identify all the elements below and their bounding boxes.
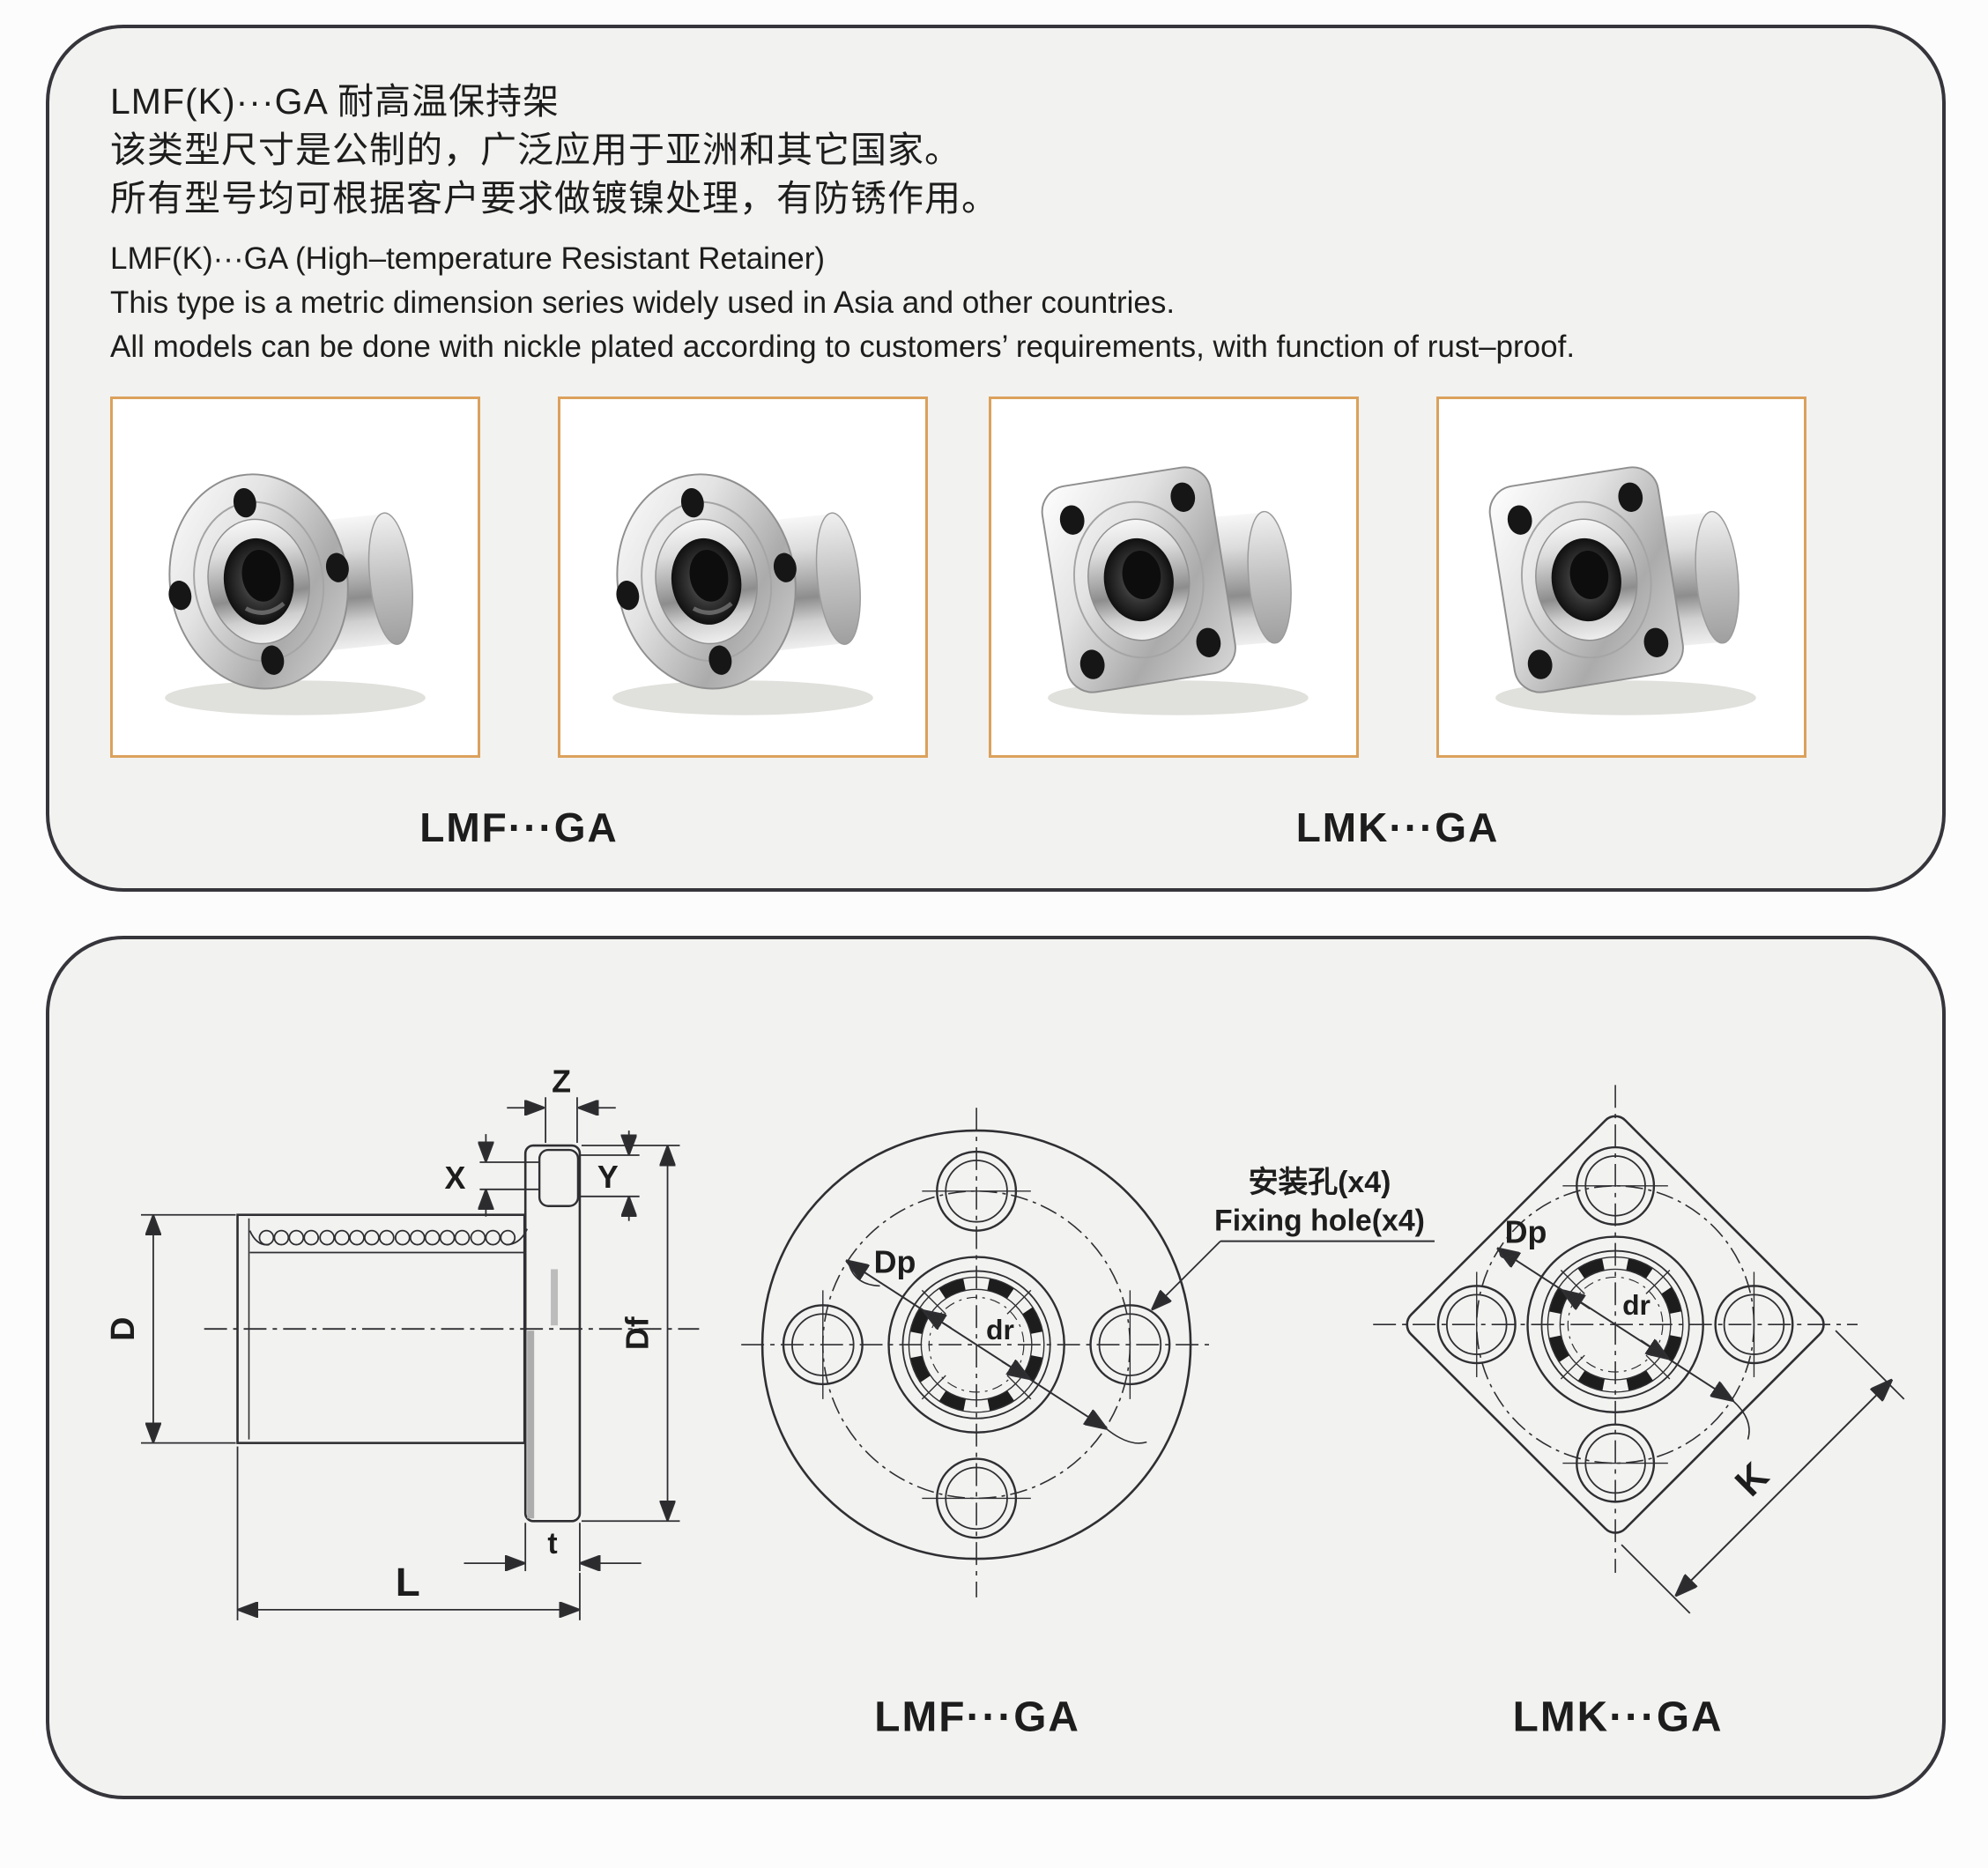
dim-x xyxy=(479,1134,540,1217)
photo-square-flange-1 xyxy=(989,397,1359,758)
photo-round-flange-1 xyxy=(110,397,480,758)
round-flange-view: Dp dr 安装孔(x4) Fixing hole(x4) xyxy=(741,1108,1435,1597)
dim-t xyxy=(464,1523,642,1572)
drawing-label-lmk: LMK···GA xyxy=(1513,1694,1724,1740)
dim-k xyxy=(1621,1330,1905,1614)
cn-title: LMF(K)···GA 耐高温保持架 xyxy=(110,81,560,122)
dim-z xyxy=(507,1097,616,1144)
photo-square-flange-2 xyxy=(1436,397,1806,758)
dim-label-dp: Dp xyxy=(1505,1215,1547,1250)
en-title: LMF(K)···GA (High–temperature Resistant … xyxy=(110,241,826,276)
dim-label-t: t xyxy=(547,1527,557,1560)
photo-round-flange-2 xyxy=(558,397,928,758)
dim-label-y: Y xyxy=(597,1160,619,1195)
fixing-hole-label-en: Fixing hole(x4) xyxy=(1214,1205,1425,1238)
dim-l xyxy=(236,1446,581,1620)
dim-label-k: K xyxy=(1727,1454,1777,1504)
square-flange-view: Dp dr K xyxy=(1373,1085,1905,1614)
dim-label-l: L xyxy=(396,1560,420,1605)
side-section-view: Z X Y D Df xyxy=(105,1064,700,1620)
fixing-hole-label-cn: 安装孔(x4) xyxy=(1249,1166,1391,1199)
fixing-hole-annotation xyxy=(1153,1240,1435,1309)
dim-dp-dr xyxy=(848,1261,1147,1444)
series-label-lmk: LMK···GA xyxy=(1295,804,1500,850)
cn-line-2: 该类型尺寸是公制的，广泛应用于亚洲和其它国家。 xyxy=(110,130,961,170)
dim-label-dr: dr xyxy=(1622,1289,1650,1321)
dim-label-d: D xyxy=(105,1317,142,1341)
dim-label-dp: Dp xyxy=(874,1244,916,1279)
en-line-2: This type is a metric dimension series w… xyxy=(110,285,1176,320)
flange-outer-circle xyxy=(760,1129,1192,1560)
dim-df xyxy=(581,1145,680,1523)
ball-retainer-row xyxy=(248,1228,529,1246)
intro-text-block: LMF(K)···GA 耐高温保持架 该类型尺寸是公制的，广泛应用于亚洲和其它国… xyxy=(110,78,1575,369)
cn-line-3: 所有型号均可根据客户要求做镀镍处理，有防锈作用。 xyxy=(110,178,998,219)
fixing-hole-section xyxy=(538,1148,580,1207)
dim-y xyxy=(579,1130,640,1221)
spacer xyxy=(110,223,1575,237)
drawings-panel: Z X Y D Df xyxy=(46,936,1946,1799)
square-flange-bearing-image xyxy=(1439,399,1804,755)
round-flange-bearing-image xyxy=(113,399,478,755)
drawing-label-lmf: LMF···GA xyxy=(874,1694,1080,1740)
dim-label-df: Df xyxy=(620,1316,656,1350)
fixing-holes xyxy=(1436,1145,1794,1503)
square-flange-bearing-image xyxy=(991,399,1356,755)
round-flange-bearing-image xyxy=(560,399,925,755)
series-label-lmf: LMF···GA xyxy=(419,804,619,850)
technical-drawings: Z X Y D Df xyxy=(105,1064,1905,1740)
dim-label-z: Z xyxy=(552,1064,571,1099)
dim-d xyxy=(140,1213,236,1444)
intro-panel: LMF(K)···GA 耐高温保持架 该类型尺寸是公制的，广泛应用于亚洲和其它国… xyxy=(46,25,1946,892)
flange-section-outline xyxy=(523,1144,582,1523)
dim-label-x: X xyxy=(445,1160,466,1196)
dim-label-dr: dr xyxy=(986,1314,1014,1345)
en-line-3: All models can be done with nickle plate… xyxy=(110,330,1576,364)
